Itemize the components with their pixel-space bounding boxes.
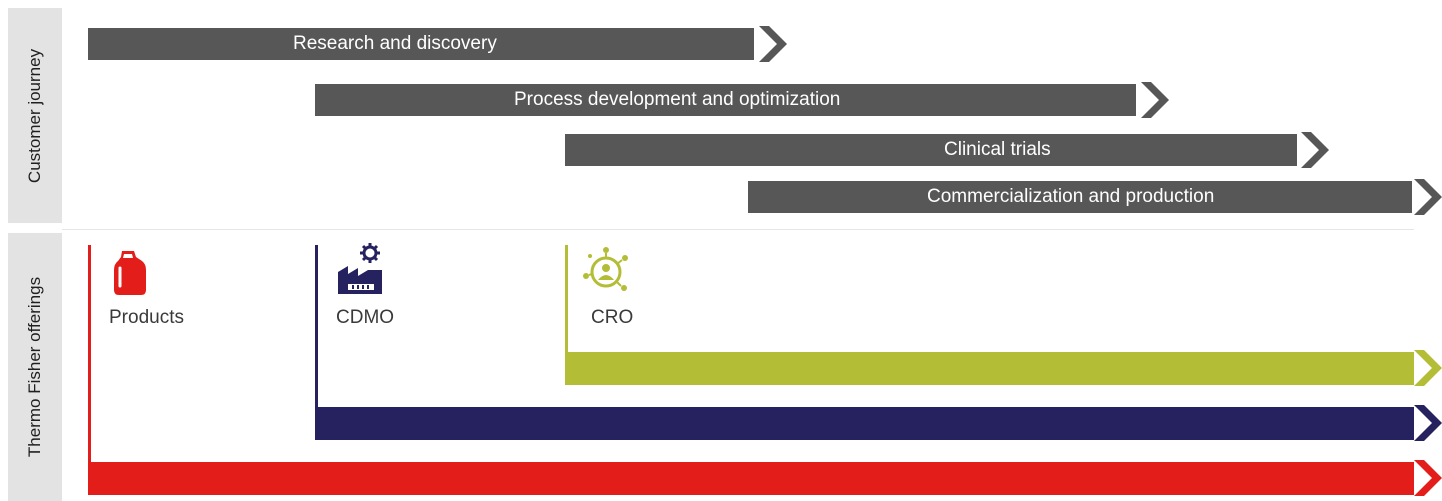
journey-bar-clinical-trials: Clinical trials bbox=[565, 134, 1297, 166]
journey-bar-process-development: Process development and optimization bbox=[315, 84, 1136, 116]
products-bar bbox=[88, 462, 1414, 495]
chevron-right-icon bbox=[1414, 179, 1442, 215]
chevron-right-icon bbox=[759, 26, 787, 62]
cro-vertical-line bbox=[565, 245, 568, 385]
chevron-right-icon bbox=[1301, 132, 1329, 168]
patient-network-icon bbox=[583, 247, 628, 291]
journey-bar-label: Process development and optimization bbox=[514, 89, 841, 110]
journey-bar-label: Research and discovery bbox=[293, 33, 497, 54]
chevron-right-icon bbox=[1414, 350, 1442, 386]
offering-label-cro: CRO bbox=[591, 307, 634, 328]
cdmo-bar bbox=[315, 407, 1414, 440]
customer-journey-label-box: Customer journey bbox=[8, 8, 62, 223]
offering-label-cdmo: CDMO bbox=[336, 307, 395, 328]
offering-label-products: Products bbox=[109, 307, 184, 328]
journey-bar-label: Commercialization and production bbox=[927, 186, 1215, 207]
offerings-label-box: Thermo Fisher offerings bbox=[8, 233, 62, 501]
journey-bar-commercialization: Commercialization and production bbox=[748, 181, 1412, 213]
products-vertical-line bbox=[88, 245, 91, 495]
cdmo-vertical-line bbox=[315, 245, 318, 440]
factory-gear-icon bbox=[338, 243, 382, 294]
journey-bar-label: Clinical trials bbox=[944, 139, 1051, 160]
chevron-right-icon bbox=[1414, 405, 1442, 441]
offerings-label: Thermo Fisher offerings bbox=[25, 276, 44, 458]
customer-journey-label: Customer journey bbox=[25, 48, 44, 183]
cro-bar bbox=[565, 352, 1414, 385]
chevron-right-icon bbox=[1141, 82, 1169, 118]
container-icon bbox=[114, 251, 146, 295]
journey-bar-research: Research and discovery bbox=[88, 28, 754, 60]
chevron-right-icon bbox=[1414, 460, 1442, 496]
section-divider bbox=[62, 229, 1414, 230]
